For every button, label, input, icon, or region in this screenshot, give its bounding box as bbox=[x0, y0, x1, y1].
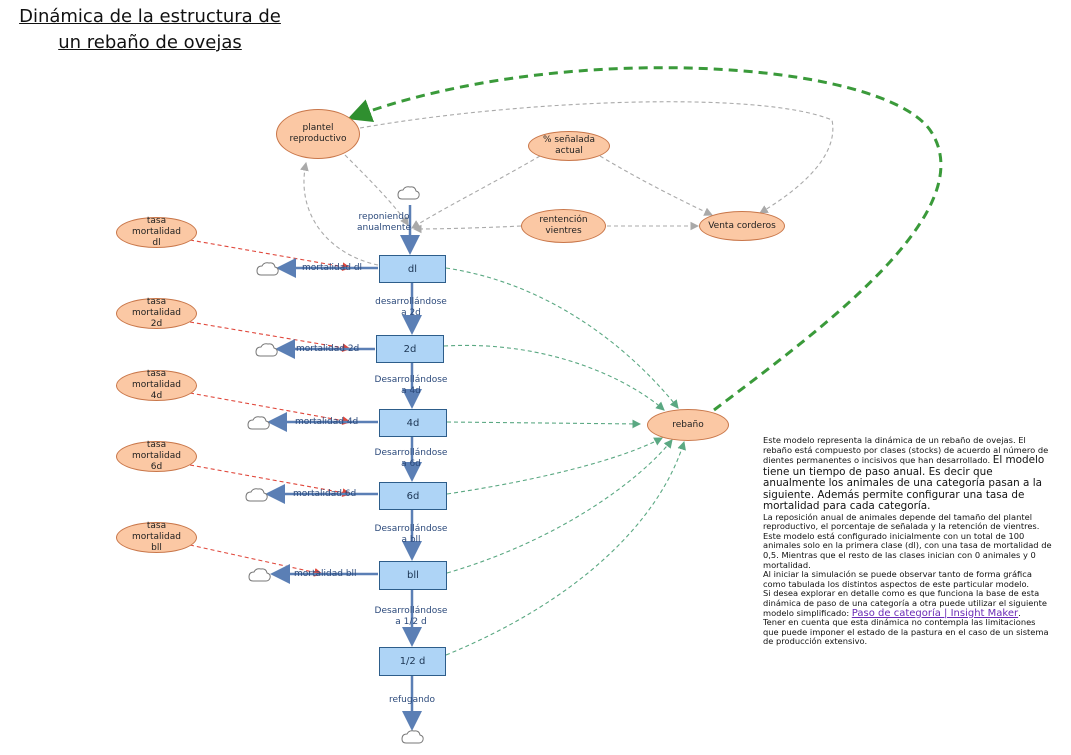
stock-dl[interactable]: dl bbox=[379, 255, 446, 283]
link-plantel-reponiendo bbox=[339, 149, 409, 226]
link-bll-rebano bbox=[446, 439, 673, 574]
link-senalada-venta bbox=[599, 155, 713, 216]
link-12d-rebano bbox=[445, 440, 686, 656]
link-4d-rebano bbox=[446, 419, 642, 429]
desc-paragraph-1a: Este modelo representa la dinámica de un… bbox=[763, 435, 1049, 466]
cloud-icon bbox=[256, 262, 279, 276]
link-retencion-reponiendo bbox=[412, 224, 522, 234]
stock-bll[interactable]: bll bbox=[379, 561, 447, 590]
desc-paragraph-4: Al iniciar la simulación se puede observ… bbox=[763, 569, 1032, 589]
variable-tasa-mortalidad-4d[interactable]: tasa mortalidad 4d bbox=[116, 369, 197, 401]
variable-tasa-mortalidad-2d[interactable]: tasa mortalidad 2d bbox=[116, 297, 197, 329]
flow-label-des-bll[interactable]: Desarrollándose a bll bbox=[374, 524, 448, 545]
flow-label-mortalidad-bll[interactable]: mortalidad bll bbox=[294, 569, 357, 579]
stock-2d[interactable]: 2d bbox=[376, 335, 444, 363]
feedback-link-rebano-plantel bbox=[347, 66, 943, 412]
link-tasa-bll bbox=[189, 544, 324, 577]
title-line-2: un rebaño de ovejas bbox=[58, 32, 242, 53]
desc-paragraph-1b: El modelo tiene un tiempo de paso anual.… bbox=[763, 454, 1045, 513]
flow-label-mortalidad-4d[interactable]: mortalidad 4d bbox=[295, 417, 359, 427]
variable-tasa-mortalidad-dl[interactable]: tasa mortalidad dl bbox=[116, 216, 197, 248]
desc-paragraph-2: La reposición anual de animales depende … bbox=[763, 511, 1040, 532]
cloud-icon bbox=[401, 730, 424, 744]
link-tasa-dl bbox=[189, 239, 352, 272]
cloud-icon bbox=[245, 488, 268, 502]
diagram-title: Dinámica de la estructura de un rebaño d… bbox=[10, 4, 290, 56]
flow-label-des-6d[interactable]: Desarrollándose a 6d bbox=[374, 448, 448, 469]
link-plantel-venta bbox=[359, 101, 834, 214]
model-description: Este modelo representa la dinámica de un… bbox=[763, 435, 1053, 647]
flow-label-refugando[interactable]: refugando bbox=[388, 695, 436, 705]
link-dl-rebano bbox=[445, 267, 679, 409]
variable-retencion-vientres[interactable]: rentención vientres bbox=[521, 209, 606, 243]
cloud-icon bbox=[247, 416, 270, 430]
link-paso-de-categoria[interactable]: Paso de categoría | Insight Maker bbox=[851, 607, 1019, 619]
variable-venta-corderos[interactable]: Venta corderos bbox=[699, 211, 785, 241]
flow-label-des-2d[interactable]: desarrollándose a 2d bbox=[375, 297, 447, 318]
link-tasa-4d bbox=[189, 392, 352, 425]
variable-tasa-mortalidad-6d[interactable]: tasa mortalidad 6d bbox=[116, 440, 197, 472]
link-6d-rebano bbox=[446, 437, 663, 495]
cloud-icon bbox=[397, 186, 420, 200]
desc-paragraph-5a: Si desea explorar en detalle como es que… bbox=[763, 588, 1047, 618]
flow-label-mortalidad-6d[interactable]: mortalidad 6d bbox=[293, 489, 357, 499]
flow-label-des-medio-d[interactable]: Desarrollándose a 1/2 d bbox=[374, 606, 448, 627]
desc-paragraph-3: Este modelo está configurado inicialment… bbox=[763, 530, 1052, 570]
title-line-1: Dinámica de la estructura de bbox=[19, 6, 281, 27]
flow-label-mortalidad-dl[interactable]: mortalidad dl bbox=[302, 263, 363, 273]
cloud-icon bbox=[255, 343, 278, 357]
variable-senalada-actual[interactable]: % señalada actual bbox=[528, 131, 610, 161]
variable-rebano[interactable]: rebaño bbox=[647, 409, 729, 441]
link-senalada-reponiendo bbox=[411, 155, 541, 229]
flow-label-mortalidad-2d[interactable]: mortalidad 2d bbox=[296, 344, 360, 354]
variable-tasa-mortalidad-bll[interactable]: tasa mortalidad bll bbox=[116, 521, 197, 553]
desc-paragraph-5b: . bbox=[1018, 607, 1021, 618]
stock-4d[interactable]: 4d bbox=[379, 409, 447, 437]
link-tasa-2d bbox=[189, 321, 352, 353]
desc-paragraph-6: Tener en cuenta que esta dinámica no con… bbox=[763, 617, 1049, 647]
stock-medio-d[interactable]: 1/2 d bbox=[379, 647, 446, 676]
variable-plantel-reproductivo[interactable]: plantel reproductivo bbox=[276, 109, 360, 159]
flow-label-des-4d[interactable]: Desarrollándose a 4d bbox=[374, 375, 448, 396]
flow-label-reponiendo[interactable]: reponiendo anualmente bbox=[356, 212, 411, 233]
link-2d-rebano bbox=[443, 344, 665, 411]
stock-6d[interactable]: 6d bbox=[379, 482, 447, 510]
cloud-icon bbox=[248, 568, 271, 582]
link-tasa-6d bbox=[189, 464, 352, 497]
link-dl-plantel bbox=[300, 161, 379, 266]
